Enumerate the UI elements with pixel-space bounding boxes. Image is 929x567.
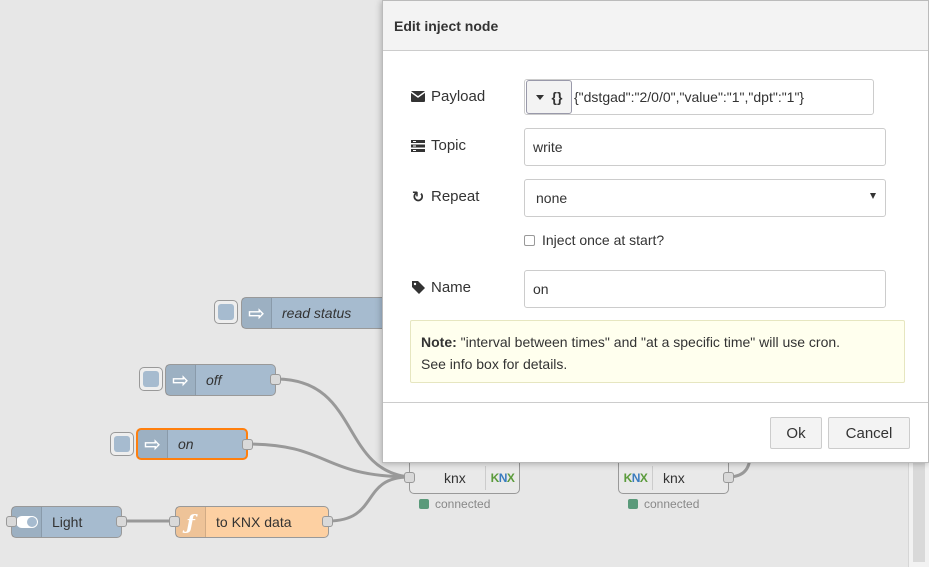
payload-input[interactable]: {} {"dstgad":"2/0/0","value":"1","dpt":"… bbox=[524, 79, 874, 115]
json-type-icon: {} bbox=[551, 89, 563, 105]
function-icon: ƒ bbox=[176, 507, 206, 537]
status-text: connected bbox=[435, 497, 491, 511]
node-on[interactable]: ⇨ on bbox=[136, 428, 248, 460]
cancel-button[interactable]: Cancel bbox=[828, 417, 910, 449]
tasks-icon bbox=[410, 139, 426, 153]
repeat-select[interactable]: none bbox=[524, 179, 886, 217]
output-port[interactable] bbox=[116, 516, 127, 527]
node-label: knx bbox=[663, 470, 685, 486]
tag-icon bbox=[410, 281, 426, 295]
dialog-title: Edit inject node bbox=[383, 1, 928, 51]
node-off[interactable]: ⇨ off bbox=[165, 364, 276, 396]
envelope-icon bbox=[410, 90, 426, 104]
node-label: knx bbox=[444, 470, 466, 486]
caret-down-icon bbox=[535, 94, 544, 100]
output-port[interactable] bbox=[242, 439, 253, 450]
name-label: Name bbox=[431, 279, 472, 296]
input-port[interactable] bbox=[404, 472, 415, 483]
output-port[interactable] bbox=[270, 374, 281, 385]
knx-in-status: connected bbox=[628, 497, 699, 511]
status-dot-icon bbox=[419, 499, 429, 509]
payload-label-group: Payload bbox=[410, 88, 485, 105]
inject-once-label: Inject once at start? bbox=[542, 232, 665, 248]
on-trigger-button[interactable] bbox=[110, 432, 134, 456]
knx-out-status: connected bbox=[419, 497, 490, 511]
inject-once-row: Inject once at start? bbox=[524, 232, 664, 248]
topic-label-group: Topic bbox=[410, 137, 466, 154]
node-to-knx-data[interactable]: ƒ to KNX data bbox=[175, 506, 329, 538]
arrow-in-icon: ⇨ bbox=[138, 430, 168, 458]
node-light[interactable]: Light bbox=[11, 506, 122, 538]
cron-note: Note: "interval between times" and "at a… bbox=[410, 320, 905, 383]
input-port[interactable] bbox=[169, 516, 180, 527]
repeat-value: none bbox=[536, 190, 568, 206]
payload-type-select[interactable]: {} bbox=[526, 80, 572, 114]
toggle-icon bbox=[12, 507, 42, 537]
arrow-in-icon: ⇨ bbox=[242, 298, 272, 328]
off-trigger-button[interactable] bbox=[139, 367, 163, 391]
repeat-icon: ↻ bbox=[411, 188, 425, 206]
input-port[interactable] bbox=[6, 516, 17, 527]
name-label-group: Name bbox=[410, 279, 471, 296]
arrow-in-icon: ⇨ bbox=[166, 365, 196, 395]
payload-value: {"dstgad":"2/0/0","value":"1","dpt":"1"} bbox=[574, 89, 805, 105]
inject-once-checkbox[interactable] bbox=[524, 234, 535, 246]
repeat-label: Repeat bbox=[431, 188, 480, 205]
note-text-2: See info box for details. bbox=[421, 356, 568, 372]
note-text: "interval between times" and "at a speci… bbox=[460, 334, 841, 350]
output-port[interactable] bbox=[322, 516, 333, 527]
repeat-label-group: ↻ Repeat bbox=[410, 188, 480, 206]
select-arrow-icon bbox=[870, 193, 876, 199]
read-status-trigger-button[interactable] bbox=[214, 300, 238, 324]
node-label: on bbox=[178, 436, 194, 452]
status-dot-icon bbox=[628, 499, 638, 509]
node-read-status[interactable]: ⇨ read status bbox=[241, 297, 391, 329]
dialog-footer: Ok Cancel bbox=[383, 402, 928, 464]
ok-button[interactable]: Ok bbox=[770, 417, 822, 449]
note-bold: Note: bbox=[421, 334, 457, 350]
name-input[interactable]: on bbox=[524, 270, 886, 308]
node-label: to KNX data bbox=[216, 514, 292, 530]
topic-label: Topic bbox=[431, 137, 467, 154]
status-text: connected bbox=[644, 497, 700, 511]
node-label: Light bbox=[52, 514, 83, 530]
node-label: off bbox=[206, 372, 222, 388]
node-label: read status bbox=[282, 305, 352, 321]
topic-input[interactable]: write bbox=[524, 128, 886, 166]
payload-label: Payload bbox=[431, 88, 486, 105]
output-port[interactable] bbox=[723, 472, 734, 483]
edit-inject-dialog: Edit inject node Payload {} {"dstgad":"2… bbox=[382, 0, 929, 463]
